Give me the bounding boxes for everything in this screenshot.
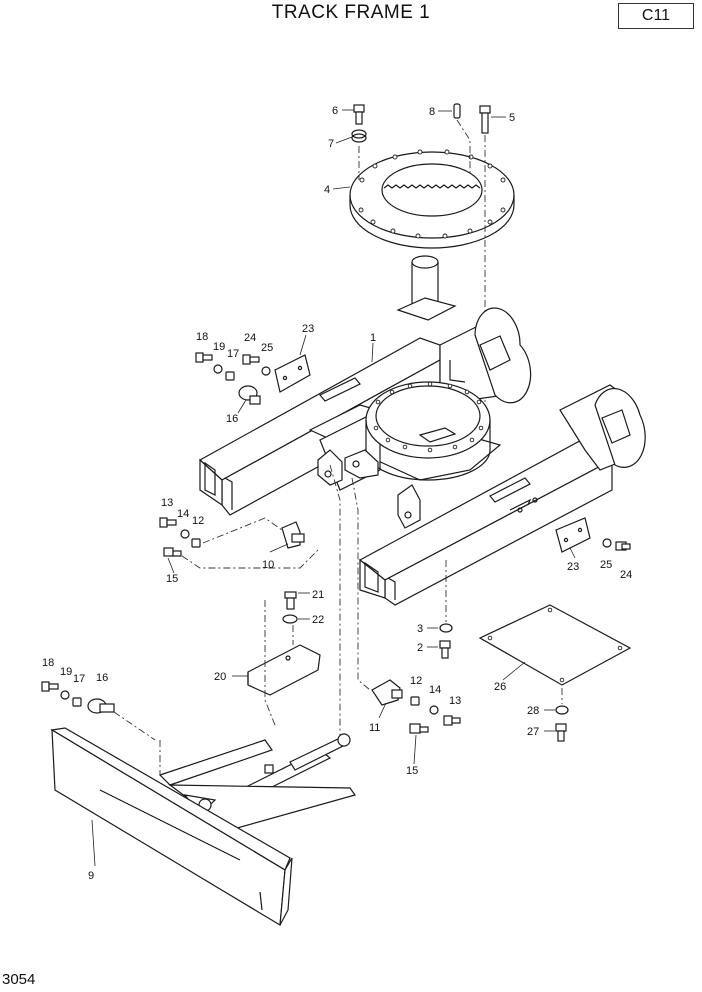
callout-label: 15 — [406, 765, 418, 777]
callout-label: 28 — [527, 705, 539, 717]
callout-label: 14 — [177, 508, 189, 520]
cover-plate-23-right — [555, 517, 591, 553]
callout-label: 24 — [244, 332, 256, 344]
callout-label: 23 — [302, 323, 314, 335]
callout-label: 1 — [370, 332, 376, 344]
washer-14-lower-icon — [429, 705, 439, 715]
callout-label: 27 — [527, 726, 539, 738]
callout-label: 11 — [369, 722, 380, 734]
nut-12-lower-icon — [410, 696, 420, 706]
nut-17-icon — [225, 371, 235, 381]
nut-17-lower-icon — [72, 697, 82, 707]
callout-label: 2 — [417, 642, 423, 654]
bolt-13-lower-icon — [443, 715, 461, 726]
washer-25-right-icon — [602, 538, 612, 548]
leader-lines — [91, 109, 576, 867]
bolt-2-icon — [439, 640, 451, 659]
nut-12-icon — [191, 538, 201, 548]
under-cover-26-icon — [478, 604, 632, 686]
washer-14-icon — [180, 529, 190, 539]
callout-label: 19 — [213, 341, 225, 353]
callout-label: 20 — [214, 671, 226, 683]
page-number: 3054 — [2, 971, 36, 988]
dozer-blade — [50, 727, 356, 927]
callout-label: 12 — [410, 675, 422, 687]
callout-label: 4 — [324, 184, 330, 196]
callout-label: 17 — [73, 673, 85, 685]
callout-label: 7 — [328, 138, 334, 150]
bolt-13-icon — [159, 517, 177, 528]
bolt-24-right-icon — [615, 541, 631, 551]
bolt-5-icon — [479, 105, 491, 134]
callout-labels: 6 8 5 7 4 18 19 17 24 25 23 1 16 13 14 1… — [42, 105, 632, 882]
callout-label: 17 — [227, 348, 239, 360]
callout-label: 14 — [429, 684, 441, 696]
bolt-6-icon — [353, 104, 365, 125]
washer-19-icon — [213, 364, 223, 374]
callout-label: 18 — [196, 331, 208, 343]
callout-label: 13 — [449, 695, 461, 707]
bolt-24-icon — [242, 354, 260, 365]
pin-16-lower-icon — [87, 698, 115, 714]
cover-plate-23-left — [274, 354, 311, 393]
bolt-18-lower-icon — [41, 681, 59, 692]
callout-label: 26 — [494, 681, 506, 693]
callout-label: 18 — [42, 657, 54, 669]
callout-label: 6 — [332, 105, 338, 117]
pin-10-icon — [281, 521, 305, 549]
callout-label: 16 — [226, 413, 238, 425]
washer-19-lower-icon — [60, 690, 70, 700]
pin-8-icon — [453, 103, 461, 119]
washer-22-icon — [282, 614, 298, 624]
bolt-21-icon — [284, 591, 297, 610]
callout-label: 13 — [161, 497, 173, 509]
pin-16-icon — [238, 385, 261, 405]
washer-28-icon — [555, 705, 569, 715]
callout-label: 15 — [166, 573, 178, 585]
center-joint — [396, 255, 457, 321]
swing-bearing-ring — [349, 149, 515, 249]
callout-label: 8 — [429, 106, 435, 118]
callout-label: 10 — [262, 559, 274, 571]
callout-label: 25 — [600, 559, 612, 571]
track-frame-body — [198, 307, 646, 606]
washer-3-icon — [439, 623, 453, 633]
callout-label: 25 — [261, 342, 273, 354]
drawing-code-box: C11 — [618, 3, 694, 29]
page-title: TRACK FRAME 1 — [271, 2, 431, 23]
callout-label: 22 — [312, 614, 324, 626]
grease-fitting-15-lower-icon — [409, 723, 429, 734]
bolt-27-icon — [555, 723, 567, 742]
bolt-18-icon — [195, 352, 213, 363]
callout-label: 19 — [60, 666, 72, 678]
callout-label: 5 — [509, 112, 515, 124]
callout-label: 9 — [88, 870, 94, 882]
washer-25-icon — [261, 366, 271, 376]
plate-20-icon — [247, 644, 321, 696]
pin-11-icon — [371, 679, 403, 706]
callout-label: 16 — [96, 672, 108, 684]
callout-label: 21 — [312, 589, 324, 601]
washer-7-icon — [351, 129, 367, 143]
callout-label: 3 — [417, 623, 423, 635]
callout-label: 24 — [620, 569, 632, 581]
grease-fitting-15-icon — [163, 547, 182, 557]
callout-label: 23 — [567, 561, 579, 573]
callout-label: 12 — [192, 515, 204, 527]
